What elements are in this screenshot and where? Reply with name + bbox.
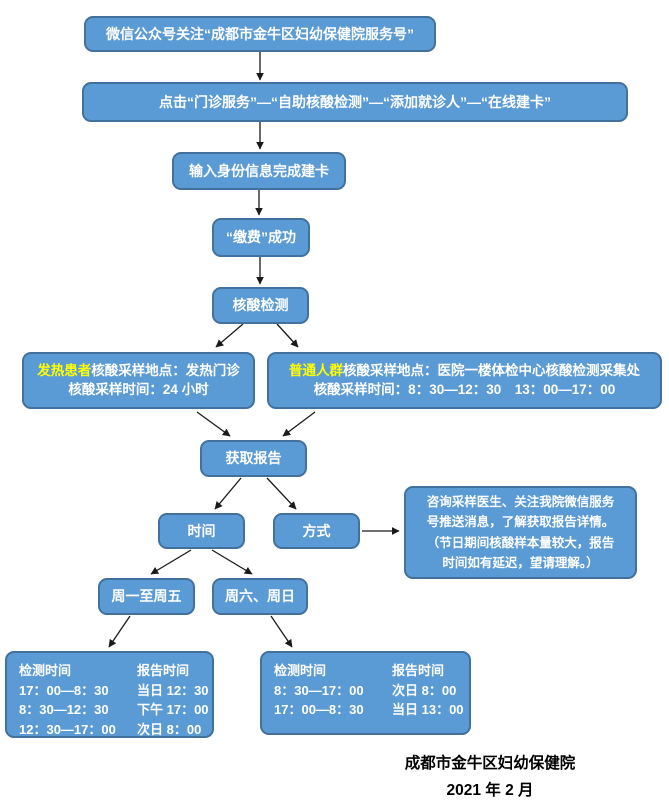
weekday-table-header: 检测时间 报告时间 — [19, 661, 189, 681]
branch-general-line1: 普通人群核酸采样地点：医院一楼体检中心核酸检测采集处 — [289, 362, 640, 380]
arrow-time-weekday — [150, 549, 192, 575]
weekday-r3-report: 次日 8：00 — [137, 721, 202, 737]
weekday-table-row: 17：00—8：30 当日 12：30 — [19, 681, 209, 701]
arrow-report-method — [266, 477, 297, 510]
weekend-label: 周六、周日 — [225, 588, 295, 605]
weekday-r1-report: 当日 12：30 — [137, 682, 209, 698]
weekday-table-row: 12：30—17：00 次日 8：00 — [19, 720, 201, 740]
flow-step-nucleic-acid-test-label: 核酸检测 — [232, 297, 289, 314]
weekend-schedule-table: 检测时间 报告时间 8：30—17：00 次日 8：00 17：00—8：30 … — [260, 651, 471, 735]
arrow-time-weekend — [211, 549, 253, 575]
branch-fever-location: 核酸采样地点：发热门诊 — [91, 363, 240, 379]
branch-fever-patients-box: 发热患者核酸采样地点：发热门诊 核酸采样时间：24 小时 — [22, 352, 255, 409]
weekday-schedule-table: 检测时间 报告时间 17：00—8：30 当日 12：30 8：30—12：30… — [5, 651, 214, 738]
branch-fever-line1: 发热患者核酸采样地点：发热门诊 — [37, 362, 240, 380]
method-note-line-3: （节日期间核酸样本量较大，报告 — [426, 535, 615, 550]
report-method-box: 方式 — [273, 513, 360, 549]
arrow-step5-general — [276, 323, 299, 348]
weekend-table-row: 8：30—17：00 次日 8：00 — [274, 681, 456, 701]
weekend-header-test-time: 检测时间 — [274, 663, 327, 678]
flow-step-click-menu: 点击“门诊服务”—“自助核酸检测”—“添加就诊人”—“在线建卡” — [82, 82, 628, 122]
weekend-header-report-time: 报告时间 — [392, 663, 445, 678]
weekend-table-row: 17：00—8：30 当日 13：00 — [274, 700, 464, 720]
method-note-line-1: 咨询采样医生、关注我院微信服务 — [426, 495, 615, 509]
flow-step-enter-identity-label: 输入身份信息完成建卡 — [189, 162, 329, 179]
weekday-header-test-time: 检测时间 — [19, 663, 72, 678]
flow-step-click-menu-label: 点击“门诊服务”—“自助核酸检测”—“添加就诊人”—“在线建卡” — [159, 93, 551, 110]
get-report-label: 获取报告 — [225, 450, 282, 467]
report-time-box: 时间 — [158, 513, 245, 549]
weekend-table-header: 检测时间 报告时间 — [274, 661, 444, 681]
branch-general-location: 核酸采样地点：医院一楼体检中心核酸检测采集处 — [343, 363, 640, 379]
report-time-label: 时间 — [187, 522, 216, 539]
arrow-fever-report — [196, 411, 231, 437]
weekday-r1-test: 17：00—8：30 — [19, 682, 109, 698]
weekend-r1-report: 次日 8：00 — [392, 682, 457, 698]
get-report-box: 获取报告 — [200, 440, 307, 477]
report-method-label: 方式 — [302, 522, 331, 539]
flow-step-payment-success: “缴费”成功 — [212, 218, 310, 257]
branch-fever-time: 核酸采样时间：24 小时 — [68, 381, 209, 397]
arrow-weekday-table — [108, 615, 131, 648]
flow-step-wechat-follow-label: 微信公众号关注“成都市金牛区妇幼保健院服务号” — [106, 25, 414, 42]
weekday-r3-test: 12：30—17：00 — [19, 721, 116, 737]
arrow-weekend-table — [270, 615, 293, 648]
branch-general-public-box: 普通人群核酸采样地点：医院一楼体检中心核酸检测采集处 核酸采样时间：8：30—1… — [267, 352, 662, 409]
footer-org-name: 成都市金牛区妇幼保健院 — [404, 755, 576, 772]
weekday-r2-report: 下午 17：00 — [137, 702, 209, 717]
weekday-table-row: 8：30—12：30 下午 17：00 — [19, 700, 209, 720]
method-note-line-4: 时间如有延迟，望请理解。） — [442, 555, 599, 570]
arrow-general-report — [282, 411, 316, 437]
branch-general-time: 核酸采样时间：8：30—12：30 13：00—17：00 — [313, 381, 616, 397]
arrow-step5-fever — [215, 323, 244, 348]
flow-step-wechat-follow: 微信公众号关注“成都市金牛区妇幼保健院服务号” — [84, 16, 436, 52]
weekday-box: 周一至周五 — [98, 578, 195, 615]
weekday-header-report-time: 报告时间 — [137, 663, 190, 678]
method-note-line-2: 号推送消息，了解获取报告详情。 — [426, 515, 615, 530]
report-method-note-box: 咨询采样医生、关注我院微信服务 号推送消息，了解获取报告详情。 （节日期间核酸样… — [404, 486, 637, 579]
weekend-box: 周六、周日 — [212, 578, 308, 615]
weekend-r2-report: 当日 13：00 — [392, 702, 464, 717]
flow-step-nucleic-acid-test: 核酸检测 — [212, 287, 309, 324]
footer: 成都市金牛区妇幼保健院 2021 年 2 月 — [300, 750, 669, 804]
weekday-label: 周一至周五 — [111, 588, 182, 605]
weekend-r1-test: 8：30—17：00 — [274, 682, 364, 698]
arrow-report-time — [214, 477, 242, 510]
footer-date: 2021 年 2 月 — [446, 782, 534, 800]
flow-step-enter-identity: 输入身份信息完成建卡 — [172, 152, 346, 190]
weekend-r2-test: 17：00—8：30 — [274, 702, 364, 717]
branch-general-tag: 普通人群 — [289, 363, 343, 379]
flow-step-payment-success-label: “缴费”成功 — [226, 229, 296, 246]
weekday-r2-test: 8：30—12：30 — [19, 702, 109, 717]
branch-fever-tag: 发热患者 — [37, 363, 92, 379]
